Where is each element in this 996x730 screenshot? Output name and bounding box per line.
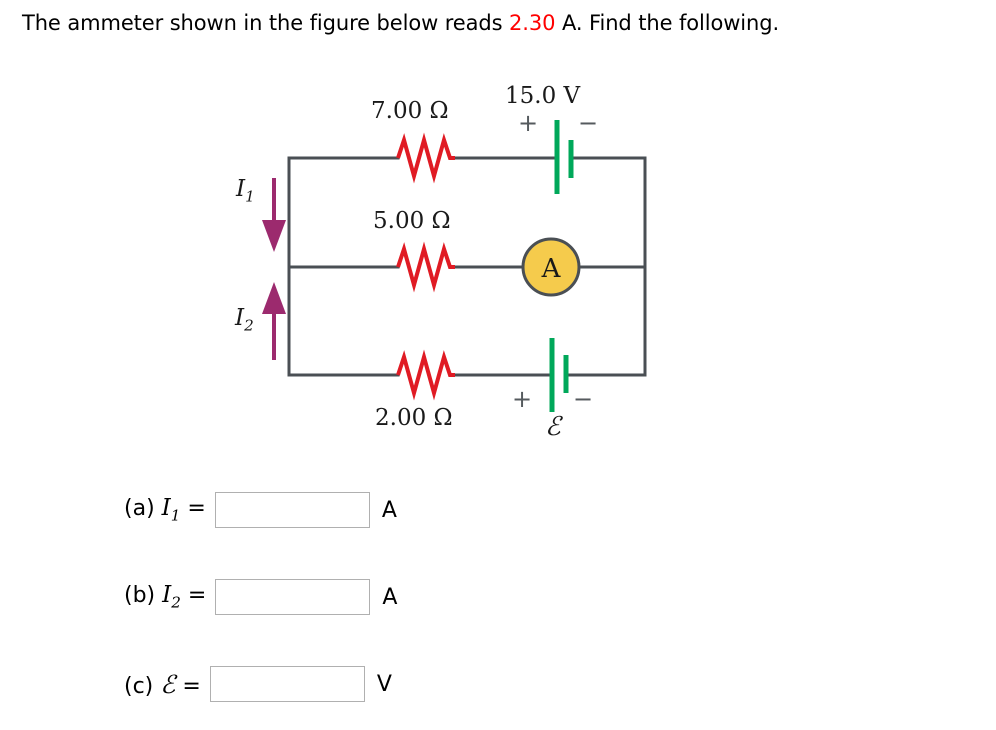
battery-top-plus-sign: + (518, 109, 539, 137)
answer-c-tag: (c) (124, 673, 154, 699)
answer-b-tag: (b) (124, 583, 156, 609)
battery-bottom-plus-sign: + (512, 385, 533, 413)
answer-b-variable: I2 (162, 582, 181, 612)
answer-c-variable: ℰ (160, 669, 176, 699)
battery-top-voltage-label: 15.0 V (505, 83, 581, 109)
answer-c-label: (c) ℰ = (124, 670, 201, 699)
circuit-svg: A (262, 120, 647, 412)
current-arrows (262, 178, 286, 360)
answer-b-variable-subscript: 2 (171, 593, 181, 612)
current-1-label: I1 (236, 176, 255, 206)
resistor-middle-symbol (396, 241, 455, 293)
battery-bottom-emf-label: ℰ (545, 412, 561, 442)
question-header: The ammeter shown in the figure below re… (22, 9, 779, 37)
answer-b-variable-symbol: I (162, 582, 172, 609)
battery-top-minus-sign: − (578, 109, 599, 137)
resistor-middle-label: 5.00 Ω (373, 208, 451, 234)
answer-a-unit: A (381, 497, 397, 523)
answer-a-label: (a) I1 = (124, 495, 206, 525)
answer-row-c: (c) ℰ = V (124, 662, 392, 706)
current-2-arrowhead (262, 282, 286, 314)
answer-a-variable: I1 (161, 495, 181, 525)
answer-c-input[interactable] (209, 666, 365, 702)
answer-a-input[interactable] (214, 492, 370, 528)
current-1-symbol: I (236, 176, 246, 202)
question-text-after: A. Find the following. (555, 11, 780, 35)
answer-a-variable-subscript: 1 (170, 506, 181, 525)
answer-b-unit: A (382, 584, 398, 610)
ammeter-reading-value: 2.30 (509, 11, 556, 35)
ammeter-symbol: A (521, 237, 581, 297)
current-2-symbol: I (235, 305, 245, 331)
ammeter-label: A (541, 254, 562, 284)
answer-a-variable-symbol: I (161, 495, 171, 522)
answer-b-label: (b) I2 = (124, 582, 206, 612)
current-2-label: I2 (235, 305, 254, 335)
question-text-before: The ammeter shown in the figure below re… (22, 11, 510, 35)
resistor-bottom-symbol (396, 349, 455, 401)
battery-top-symbol (554, 120, 574, 194)
answer-c-equals: = (182, 673, 201, 699)
answer-b-input[interactable] (215, 579, 371, 615)
resistor-top-symbol (396, 132, 455, 184)
current-2-subscript: 2 (244, 316, 254, 335)
circuit-wires (287, 156, 647, 377)
answer-c-unit: V (376, 671, 392, 697)
circuit-diagram: A 7.00 Ω 5.00 Ω 2.00 Ω 15.0 V + − + − ℰ … (0, 60, 700, 460)
battery-bottom-minus-sign: − (573, 385, 594, 413)
answer-a-tag: (a) (124, 496, 155, 522)
resistor-top-label: 7.00 Ω (371, 98, 449, 124)
answer-a-equals: = (187, 496, 206, 522)
resistor-bottom-label: 2.00 Ω (375, 405, 453, 431)
answer-b-equals: = (187, 583, 207, 609)
ammeter-circle (521, 237, 581, 297)
current-1-arrowhead (262, 220, 286, 252)
answer-row-b: (b) I2 = A (124, 575, 397, 619)
current-1-subscript: 1 (245, 187, 255, 206)
answer-row-a: (a) I1 = A (124, 488, 397, 532)
battery-bottom-symbol (549, 338, 569, 412)
